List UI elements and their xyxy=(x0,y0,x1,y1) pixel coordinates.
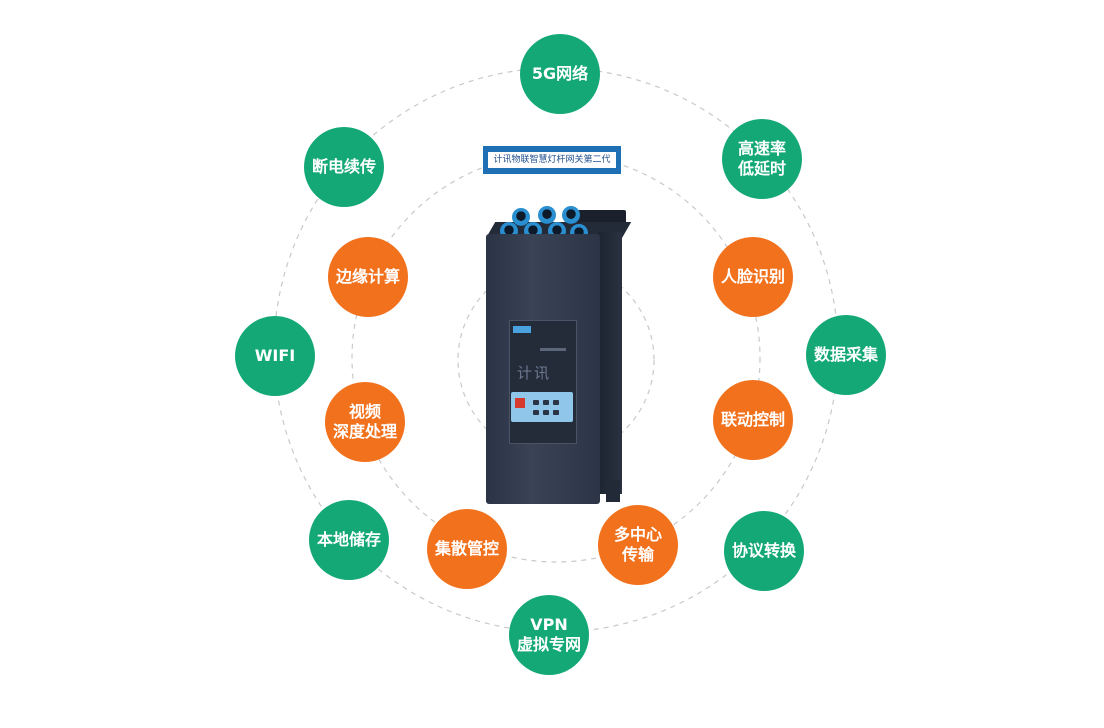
feature-video-deep-processing: 视频 深度处理 xyxy=(325,382,405,462)
connector-port xyxy=(512,208,530,226)
panel-line xyxy=(540,348,566,351)
feature-wifi: WIFI xyxy=(235,316,315,396)
connector-port xyxy=(538,206,556,224)
keypad-key xyxy=(533,400,539,405)
device-label: 计讯物联智慧灯杆网关第二代 xyxy=(483,146,621,174)
feature-data-acquisition: 数据采集 xyxy=(806,315,886,395)
device-side xyxy=(598,232,622,494)
feature-face-recognition: 人脸识别 xyxy=(713,237,793,317)
feature-linkage-control: 联动控制 xyxy=(713,380,793,460)
feature-power-off-resume: 断电续传 xyxy=(304,127,384,207)
feature-centralized-control: 集散管控 xyxy=(427,509,507,589)
feature-multi-center-transmission: 多中心 传输 xyxy=(598,505,678,585)
feature-local-storage: 本地储存 xyxy=(309,500,389,580)
panel-text: 计讯 xyxy=(517,364,552,382)
feature-protocol-conversion: 协议转换 xyxy=(724,511,804,591)
keypad-key xyxy=(533,410,539,415)
keypad-indicator xyxy=(515,398,525,408)
connector-port xyxy=(562,206,580,224)
keypad-key xyxy=(553,400,559,405)
feature-high-speed-low-latency: 高速率 低延时 xyxy=(722,119,802,199)
keypad-key xyxy=(553,410,559,415)
device-label-text: 计讯物联智慧灯杆网关第二代 xyxy=(488,152,616,168)
feature-vpn: VPN 虚拟专网 xyxy=(509,595,589,675)
feature-5g-network: 5G网络 xyxy=(520,34,600,114)
feature-edge-computing: 边缘计算 xyxy=(328,237,408,317)
keypad-key xyxy=(543,400,549,405)
device-front-panel xyxy=(509,320,577,444)
keypad-key xyxy=(543,410,549,415)
brand-logo xyxy=(513,326,531,333)
device-foot xyxy=(606,480,620,502)
